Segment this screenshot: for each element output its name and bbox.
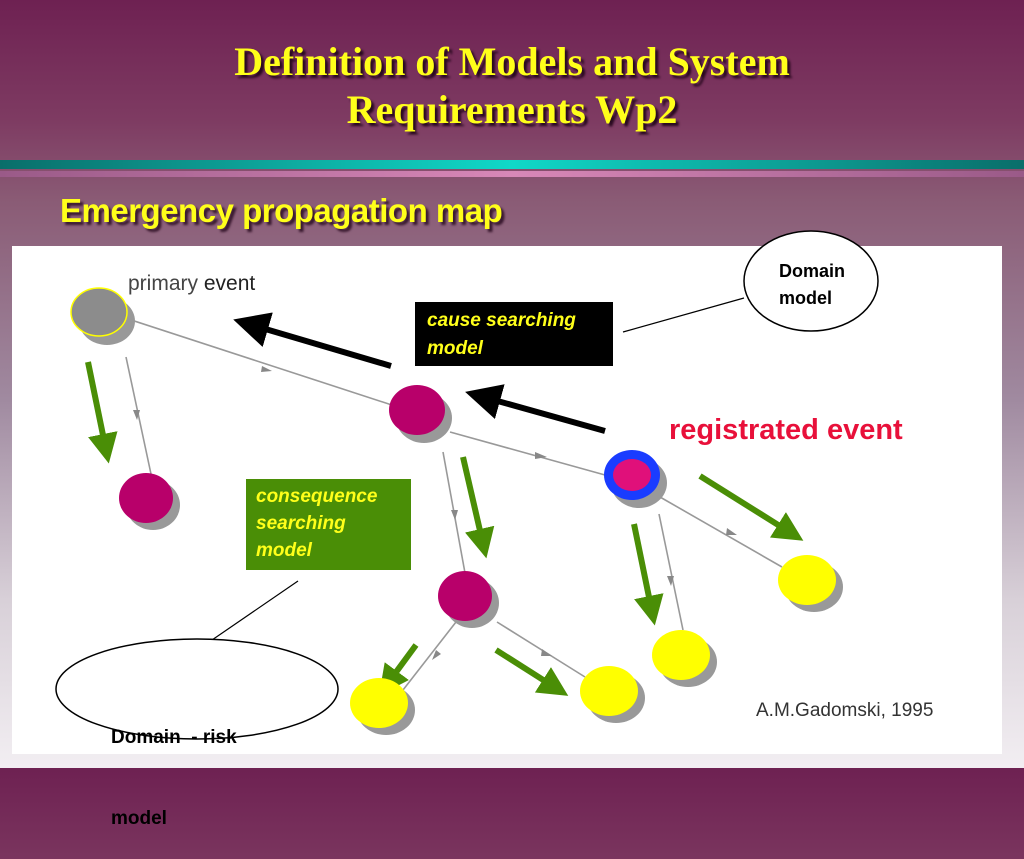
cause-searching-model-box: cause searching model [415,302,613,366]
link-registrated-to-mid-yellow [658,513,684,631]
domain-risk-line-2: model [111,808,167,829]
domain-model-line-1: Domain [779,261,846,281]
domain-risk-line-1: Domain - risk [111,727,237,748]
consequence-box-line-1: consequence [256,486,378,507]
registrated-event-label: registrated event [669,414,903,446]
link-arrowhead [432,650,441,660]
consequence-node-mid[interactable] [652,630,717,687]
domain-model-connector [622,297,745,333]
primary-event-label: primary event [128,272,255,296]
left-intermediate-node[interactable] [119,473,180,530]
link-arrowhead [133,410,140,420]
link-primary-to-intermediate [124,317,399,408]
link-lower-to-left-yellow [402,621,457,691]
link-intermediate-to-registrated [449,431,606,476]
link-arrowhead [261,366,272,372]
domain-risk-ellipse [55,638,339,740]
domain-model-ellipse [743,230,879,332]
consequence-box-line-2: searching [256,513,346,534]
domain-risk-model-label: Domain - risk model [111,670,237,859]
link-registrated-to-right-yellow [659,496,783,568]
domain-model-label: Domain model [779,258,845,312]
pink-divider [0,171,1024,177]
propagation-diagram [55,230,879,740]
lower-intermediate-node[interactable] [438,571,499,628]
primary-event-node[interactable] [70,287,135,345]
link-arrowhead [541,649,552,656]
event-word: event [198,272,256,295]
domain-model-line-2: model [779,288,833,308]
cause-box-line-2: model [427,338,483,359]
link-primary-to-left-node [125,356,152,475]
cause-arrow-lower [465,384,606,434]
teal-divider [0,160,1024,169]
consequence-node-bottom-left[interactable] [350,678,415,735]
link-arrowhead [667,576,674,586]
link-arrowhead [535,452,547,459]
link-arrowhead [726,528,737,535]
author-credit: A.M.Gadomski, 1995 [756,700,934,721]
intermediate-event-node[interactable] [389,385,452,443]
slide-title-line-2: Requirements Wp2 [346,87,678,132]
consequence-arrow [631,523,664,626]
consequence-arrow [460,456,495,559]
consequence-arrow [494,647,569,696]
slide-title: Definition of Models and System Requirem… [0,38,1024,134]
cause-arrow-upper [233,312,392,369]
cause-box-line-1: cause searching [427,310,576,331]
link-lower-to-right-yellow [496,621,586,678]
consequence-arrow [85,361,118,464]
consequence-node-bottom-right[interactable] [580,666,645,723]
primary-word: primary [128,272,199,295]
consequence-box-line-3: model [256,540,312,561]
slide-title-line-1: Definition of Models and System [234,39,790,84]
consequence-arrow [379,643,419,696]
slide-subtitle: Emergency propagation map [60,192,503,229]
consequence-arrow [698,473,804,541]
domain-risk-connector [211,580,299,641]
link-arrowhead [451,510,458,520]
registrated-event-node[interactable] [604,450,667,508]
consequence-searching-model-box: consequence searching model [246,479,411,570]
consequence-node-right[interactable] [778,555,843,612]
